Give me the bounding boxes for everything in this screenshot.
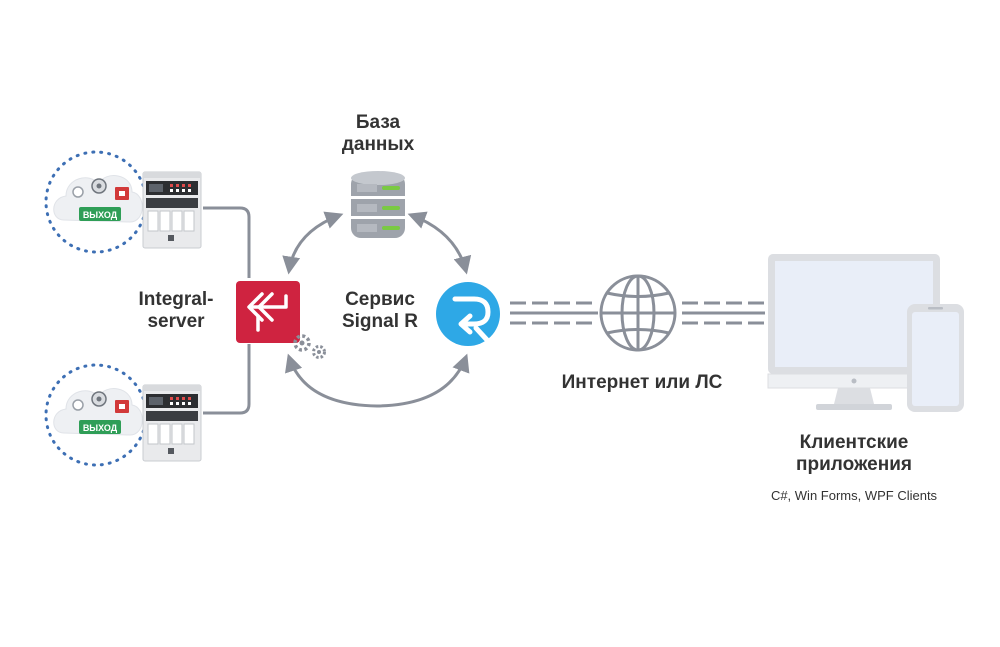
globe-icon bbox=[599, 274, 677, 352]
exit-sign-bottom: ВЫХОД bbox=[79, 420, 121, 434]
signalr-network-connector bbox=[510, 301, 598, 325]
clients-tech-label: C#, Win Forms, WPF Clients bbox=[770, 488, 938, 503]
smartphone-icon bbox=[907, 304, 964, 412]
monitor-icon bbox=[767, 254, 941, 410]
network-label: Интернет или ЛС bbox=[532, 372, 752, 394]
database-label: База данных bbox=[318, 112, 438, 156]
panel-to-server-connector-top bbox=[203, 206, 251, 278]
device-group-bottom: ВЫХОД bbox=[44, 363, 202, 467]
signalr-label: Сервис Signal R bbox=[326, 289, 434, 333]
device-group-top: ВЫХОД bbox=[44, 150, 202, 254]
signalr-label-line2: Signal R bbox=[341, 311, 418, 332]
detector-cloud-icon bbox=[44, 150, 148, 254]
server-label-line1: Integral- bbox=[138, 289, 214, 310]
database-label-line1: База bbox=[355, 112, 401, 133]
clients-label-line2: приложения bbox=[796, 454, 912, 475]
server-label-line2: server bbox=[147, 311, 205, 332]
clients-label: Клиентские приложения bbox=[754, 432, 954, 476]
exit-sign-text: ВЫХОД bbox=[83, 423, 118, 433]
panel-to-server-connector-bottom bbox=[203, 344, 251, 415]
fire-panel-icon bbox=[142, 384, 202, 462]
server-db-arc bbox=[282, 211, 344, 275]
gears-icon bbox=[293, 334, 326, 359]
integral-server-logo-icon bbox=[236, 281, 300, 343]
network-label-text: Интернет или ЛС bbox=[561, 372, 723, 393]
db-signalr-arc bbox=[407, 211, 472, 275]
network-clients-connector bbox=[682, 301, 765, 325]
signalr-label-line1: Сервис bbox=[345, 289, 415, 310]
database-label-line2: данных bbox=[341, 134, 415, 155]
server-label: Integral- server bbox=[126, 289, 226, 333]
clients-label-line1: Клиентские bbox=[799, 432, 909, 453]
server-signalr-arc bbox=[285, 353, 470, 408]
exit-sign-top: ВЫХОД bbox=[79, 207, 121, 221]
detector-cloud-icon bbox=[44, 363, 148, 467]
signalr-logo-icon bbox=[436, 282, 500, 346]
fire-panel-icon bbox=[142, 171, 202, 249]
exit-sign-text: ВЫХОД bbox=[83, 210, 118, 220]
database-icon bbox=[351, 171, 405, 238]
